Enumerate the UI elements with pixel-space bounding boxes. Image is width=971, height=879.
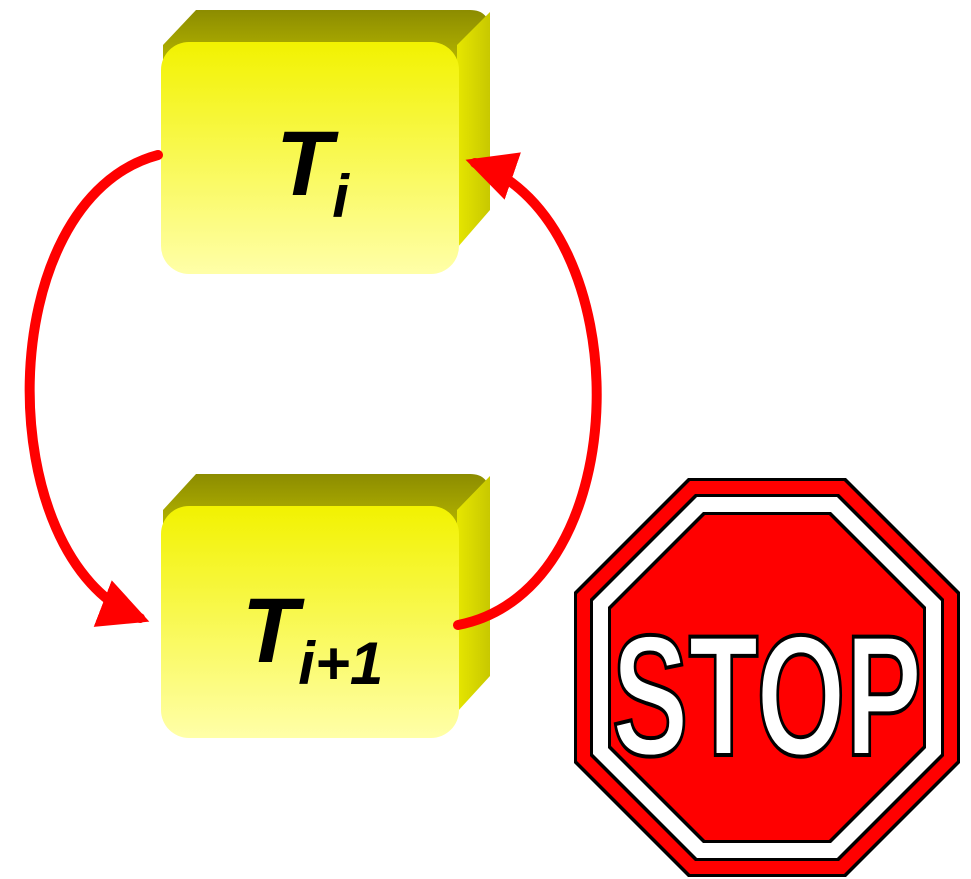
stop-sign-inner-red	[611, 515, 923, 840]
arrow-ti-to-ti1	[24, 150, 163, 627]
block-t-i-plus-1: Ti+1	[161, 474, 490, 738]
block-t-i-main: T	[276, 113, 339, 215]
block-t-i-plus-1-label: Ti+1	[242, 580, 383, 697]
block-t-i-sub: i	[332, 163, 350, 230]
stop-sign: STOP	[574, 478, 960, 877]
stop-sign-text: STOP	[612, 600, 922, 792]
block-t-i-plus-1-main: T	[242, 580, 305, 682]
arrow-ti1-to-ti	[453, 152, 602, 630]
block-t-i-plus-1-front-face	[161, 506, 459, 738]
block-t-i-front-face	[161, 42, 459, 274]
block-t-i-plus-1-sub: i+1	[298, 630, 383, 697]
block-t-i-plus-1-side-face	[457, 476, 490, 712]
block-t-i-label: Ti	[276, 113, 350, 230]
block-t-i-side-face	[457, 12, 490, 248]
block-t-i: Ti	[161, 10, 490, 274]
